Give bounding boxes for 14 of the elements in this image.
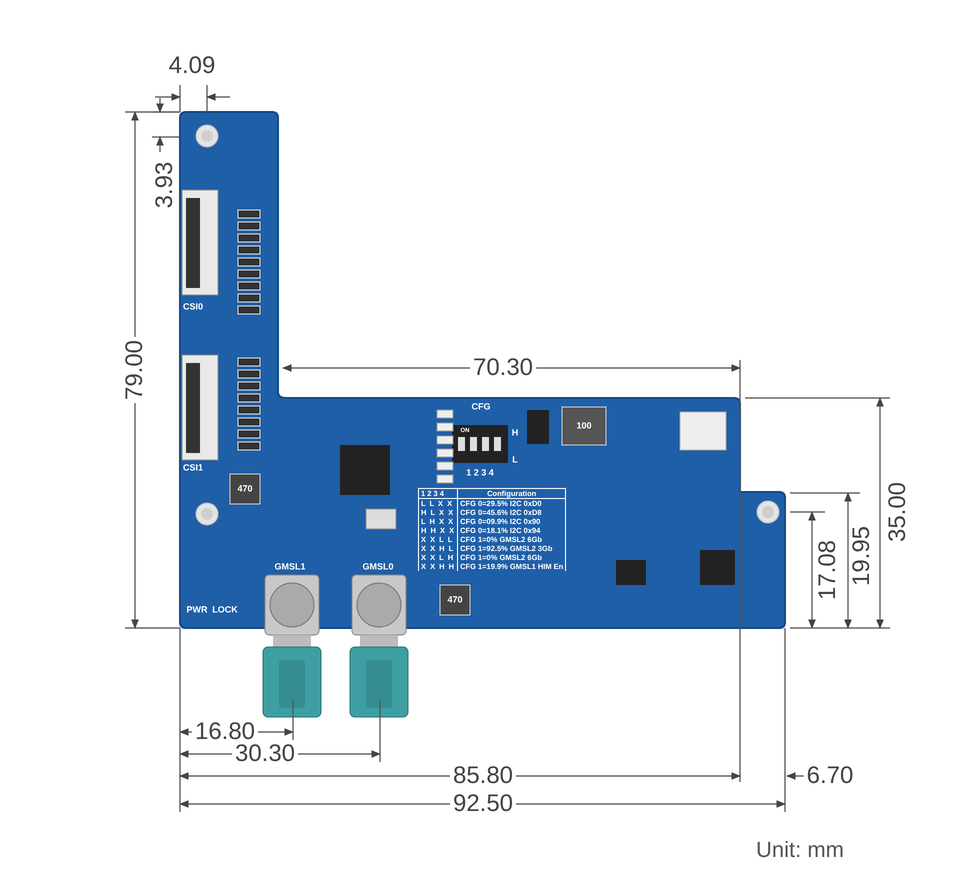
unit-note: Unit: mm [756,839,844,861]
silkscreen-label: L [512,456,518,464]
silkscreen-label: CFG [472,402,490,412]
silkscreen-label: LOCK [212,606,238,614]
component-marking: 470 [237,484,253,494]
silkscreen-label: 1 2 3 4 [466,468,494,478]
silkscreen-label: H [512,428,518,438]
silkscreen-label: PWR [186,606,208,614]
component-marking: 470 [447,596,463,604]
silkscreen-label: GMSL0 [362,562,394,572]
silkscreen-label: GMSL1 [274,562,306,572]
component-marking: 100 [576,422,592,430]
silkscreen-label: CSI1 [183,464,203,472]
silkscreen-label: CSI0 [183,302,203,312]
